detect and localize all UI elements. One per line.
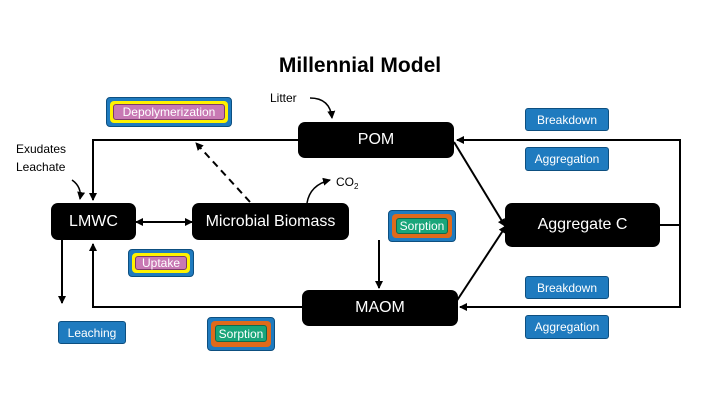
pool-microbial-biomass: Microbial Biomass (192, 203, 349, 240)
pool-pom: POM (298, 122, 454, 158)
sorption-lower-label: Sorption (215, 325, 267, 342)
co2-label: CO2 (336, 175, 359, 191)
breakdown-lower-label: Breakdown (525, 276, 609, 299)
pool-aggregate-c: Aggregate C (505, 203, 660, 247)
leachate-label: Leachate (16, 160, 66, 174)
arrow-aggregate-to-maom (459, 225, 681, 311)
arrow-aggregate-to-pom (456, 136, 681, 226)
diagram-title: Millennial Model (278, 54, 442, 77)
arrow-pom-to-aggregate (453, 141, 506, 227)
arrow-exudates-to-lmwc (71, 179, 86, 200)
arrow-microbial-to-co2 (306, 177, 331, 204)
aggregation-upper-label: Aggregation (525, 147, 609, 171)
arrow-microbial-to-depolymerization (195, 142, 251, 203)
depolymerization-label: Depolymerization (113, 104, 225, 120)
aggregation-lower-label: Aggregation (525, 315, 609, 339)
sorption-upper-label: Sorption (396, 218, 448, 234)
breakdown-upper-label: Breakdown (525, 108, 609, 131)
uptake-label: Uptake (135, 256, 187, 270)
arrow-litter-to-pom (309, 97, 336, 119)
litter-label: Litter (270, 91, 297, 105)
pool-lmwc: LMWC (51, 203, 136, 240)
pool-maom: MAOM (302, 290, 458, 326)
arrow-maom-to-aggregate (455, 225, 507, 303)
leaching-label: Leaching (58, 321, 126, 344)
exudates-label: Exudates (16, 142, 67, 156)
arrow-maom-to-lmwc (89, 243, 302, 308)
arrow-pom-to-lmwc (89, 139, 298, 201)
